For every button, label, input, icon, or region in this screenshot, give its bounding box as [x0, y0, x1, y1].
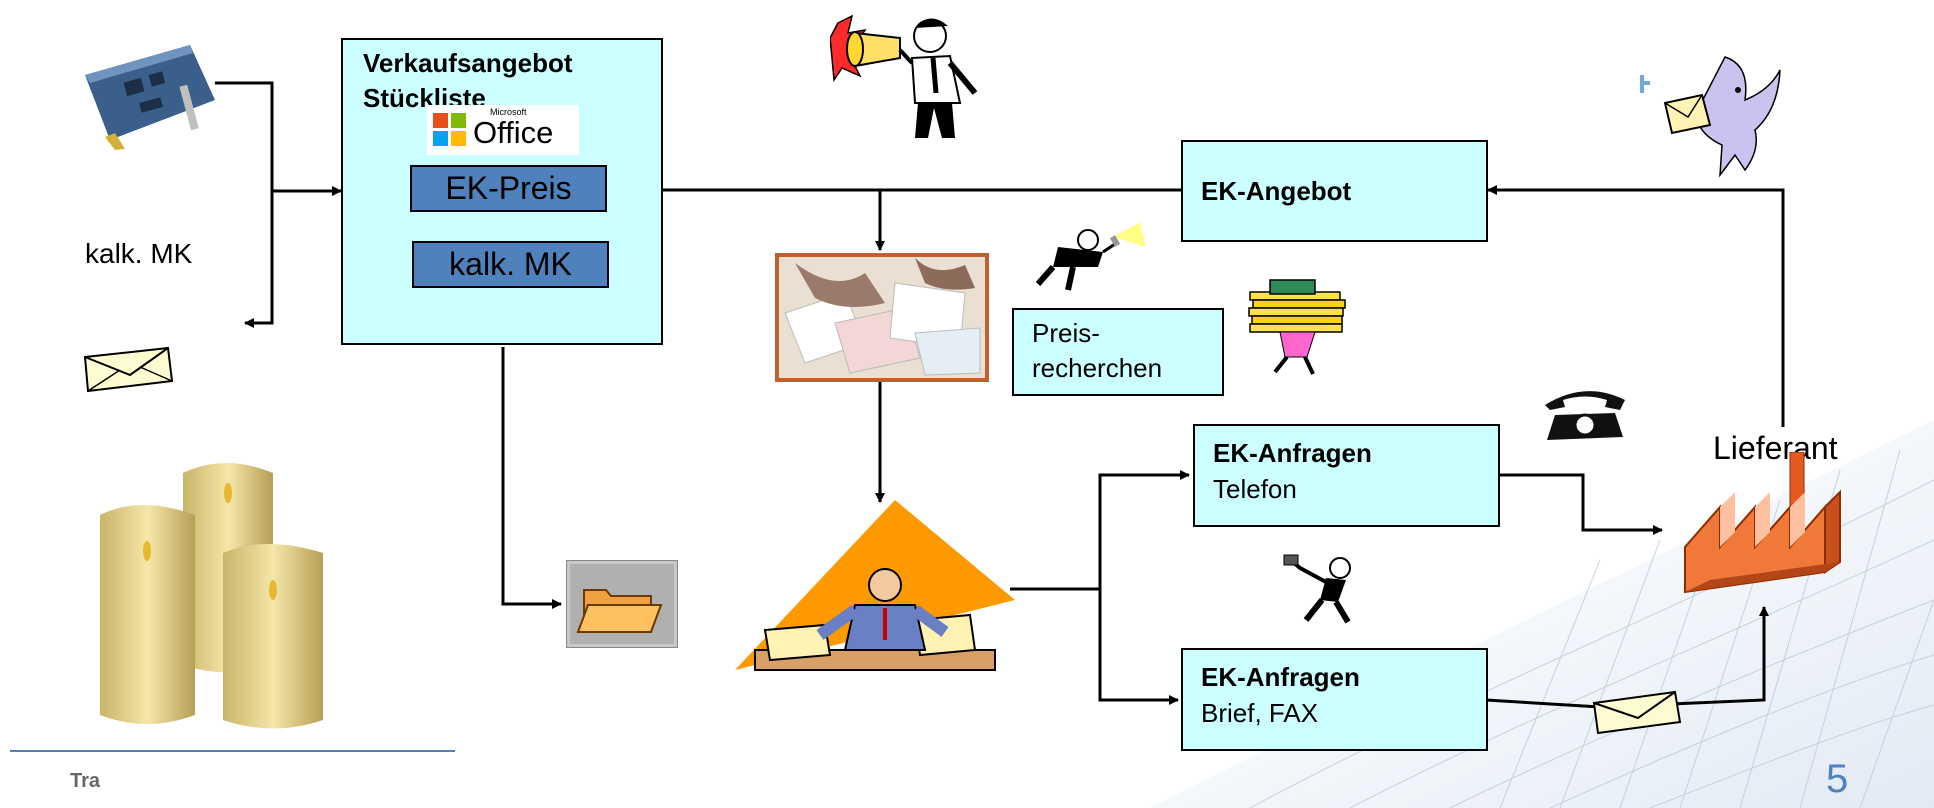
- ek-anfragen-brief-title: EK-Anfragen: [1201, 662, 1360, 692]
- bird-with-letter-image: [1640, 56, 1781, 178]
- footer-divider: [10, 750, 455, 752]
- circuit-board-image: [85, 45, 215, 150]
- kalk-mk-label: kalk. MK: [85, 238, 193, 269]
- verkaufsangebot-title: Verkaufsangebot: [363, 48, 573, 78]
- footer-text: Tra: [70, 770, 101, 792]
- office-logo: Microsoft Office: [427, 105, 579, 155]
- ek-preis-box: EK-Preis: [410, 165, 607, 212]
- candles-image: [100, 463, 323, 729]
- ek-anfragen-telefon-box: EK-Anfragen Telefon: [1193, 424, 1500, 527]
- kalk-mk-box: kalk. MK: [412, 241, 609, 288]
- detective-image: [1035, 222, 1146, 291]
- telephone-icon: [1545, 391, 1625, 440]
- megaphone-man-image: [830, 14, 978, 138]
- folder-icon: [566, 560, 678, 648]
- paper-stack-carrier-image: [1248, 279, 1346, 375]
- ek-anfragen-telefon-title: EK-Anfragen: [1213, 438, 1372, 468]
- preisrecherchen-line2: recherchen: [1032, 353, 1163, 383]
- page-number: 5: [1826, 757, 1849, 801]
- office-logo-small: Microsoft: [490, 107, 527, 117]
- ek-anfragen-brief-box: EK-Anfragen Brief, FAX: [1181, 648, 1488, 751]
- papers-pile-image: [775, 253, 989, 382]
- factory-icon: [1684, 452, 1841, 594]
- ek-anfragen-brief-sub: Brief, FAX: [1201, 698, 1319, 728]
- envelope-icon: [83, 346, 174, 393]
- office-logo-big: Office: [473, 115, 554, 150]
- envelope-line-icon: [1592, 690, 1682, 735]
- preisrecherchen-box: Preis- recherchen: [1012, 308, 1224, 396]
- ek-angebot-label: EK-Angebot: [1201, 176, 1352, 206]
- office-logo-icon: [433, 113, 467, 147]
- running-man-image: [1283, 554, 1351, 624]
- ek-angebot-box: EK-Angebot: [1181, 140, 1488, 242]
- worker-at-desk-image: [735, 500, 1015, 671]
- lieferant-label: Lieferant: [1713, 430, 1838, 466]
- preisrecherchen-line1: Preis-: [1032, 318, 1100, 348]
- ek-anfragen-telefon-sub: Telefon: [1213, 474, 1297, 504]
